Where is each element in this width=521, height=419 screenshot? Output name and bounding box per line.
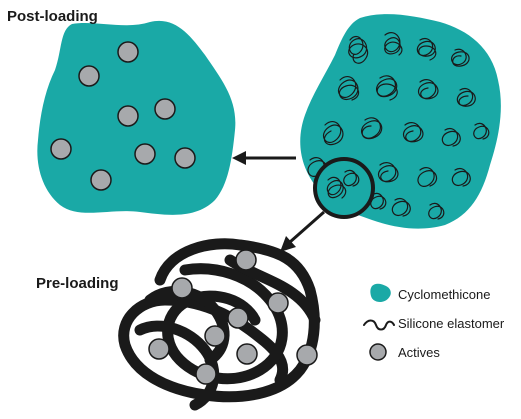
active-particle (195, 363, 217, 385)
teal-blob-icon (370, 283, 391, 302)
active-particle (174, 147, 196, 169)
post-loading-label: Post-loading (7, 8, 98, 25)
active-particle (117, 41, 139, 63)
silicone-elastomer-tangle (307, 32, 490, 220)
pre-loading-elastomer-network (118, 238, 321, 411)
active-particle (296, 344, 318, 366)
active-particle (90, 169, 112, 191)
active-particle (78, 65, 100, 87)
grey-circle-icon (369, 343, 387, 361)
squiggle-icon (363, 319, 395, 331)
legend (363, 283, 395, 361)
active-particle (235, 249, 257, 271)
active-particle (134, 143, 156, 165)
legend-actives-label: Actives (398, 345, 440, 360)
active-particle (117, 105, 139, 127)
pre-loading-actives (148, 249, 318, 385)
active-particle (204, 325, 226, 347)
arrow-to-post-loading (232, 151, 296, 165)
active-particle (154, 98, 176, 120)
active-particle (171, 277, 193, 299)
legend-silicone-elastomer-label: Silicone elastomer (398, 316, 505, 331)
magnified-elastomer (326, 169, 360, 199)
arrow-to-pre-loading (280, 210, 325, 252)
active-particle (236, 343, 258, 365)
post-loading-actives (50, 41, 196, 191)
pre-loading-label: Pre-loading (36, 275, 119, 292)
active-particle (50, 138, 72, 160)
legend-cyclomethicone-label: Cyclomethicone (398, 287, 491, 302)
active-particle (227, 307, 249, 329)
active-particle (148, 338, 170, 360)
active-particle (267, 292, 289, 314)
